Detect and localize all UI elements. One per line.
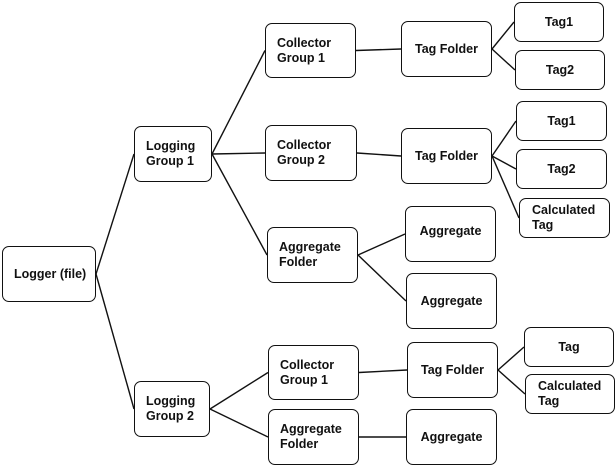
node-label: Tag2 (545, 62, 575, 77)
edge-lg2_cg1_tf-to-lg2_cg1_tf_calc (497, 369, 526, 395)
node-label: Calculated Tag (532, 203, 596, 232)
node-label: Aggregate (420, 429, 483, 444)
node-calculated-tag: Calculated Tag (519, 198, 610, 238)
node-label: Collector Group 1 (277, 35, 332, 65)
node-tag-folder: Tag Folder (401, 21, 492, 77)
node-logging-group-1: Logging Group 1 (134, 126, 212, 182)
edge-lg1_cg2_tf-to-lg1_cg2_tf_tag1 (491, 120, 517, 157)
node-tag-folder: Tag Folder (401, 128, 492, 184)
node-tag-folder: Tag Folder (407, 342, 498, 398)
node-label: Tag1 (544, 14, 574, 29)
node-label: Logging Group 2 (146, 394, 196, 423)
node-aggregate: Aggregate (406, 273, 497, 329)
node-label: Logger (file) (14, 266, 87, 281)
node-aggregate-folder: Aggregate Folder (267, 227, 358, 283)
edge-lg1_cg2_tf-to-lg1_cg2_tf_calc (491, 155, 520, 219)
edge-lg1_cg1-to-lg1_cg1_tf (355, 48, 402, 52)
node-logging-group-2: Logging Group 2 (134, 381, 210, 437)
node-label: Aggregate (419, 224, 482, 238)
node-aggregate-folder: Aggregate Folder (268, 409, 359, 465)
node-label: Calculated Tag (538, 379, 602, 408)
node-logger: Logger (file) (2, 246, 96, 302)
node-tag1: Tag1 (514, 2, 604, 42)
edge-lg1-to-lg1_af (211, 153, 268, 256)
node-label: Tag (558, 339, 580, 354)
node-label: Tag1 (547, 113, 576, 128)
node-label: Logging Group 1 (146, 139, 196, 168)
node-label: Tag Folder (421, 362, 484, 377)
edge-lg2-to-lg2_af (209, 408, 269, 438)
node-collector-group-2: Collector Group 2 (265, 125, 357, 181)
node-label: Tag Folder (415, 148, 478, 163)
node-label: Collector Group 1 (280, 357, 335, 387)
node-label: Collector Group 2 (277, 138, 332, 167)
node-label: Tag Folder (415, 41, 478, 56)
node-tag1: Tag1 (516, 101, 607, 141)
node-tag: Tag (524, 327, 614, 367)
node-label: Aggregate (420, 293, 483, 308)
node-aggregate: Aggregate (405, 206, 496, 262)
edge-lg2_cg1_tf-to-lg2_cg1_tf_tag (497, 346, 525, 371)
node-tag2: Tag2 (516, 149, 607, 189)
node-collector-group-1: Collector Group 1 (268, 345, 359, 400)
edge-lg2_cg1-to-lg2_cg1_tf (358, 369, 408, 374)
node-aggregate: Aggregate (406, 409, 497, 465)
edge-lg1-to-lg1_cg1 (211, 50, 266, 155)
edge-lg2-to-lg2_cg1 (209, 371, 269, 410)
edge-lg1_cg1_tf-to-lg1_cg1_tf_tag1 (491, 21, 515, 50)
edge-logger-to-lg1 (95, 153, 135, 275)
edge-lg1_cg1_tf-to-lg1_cg1_tf_tag2 (491, 48, 516, 71)
edge-logger-to-lg2 (95, 273, 135, 410)
edge-lg1_af-to-lg1_af_agg2 (357, 254, 407, 302)
edge-lg1_cg2_tf-to-lg1_cg2_tf_tag2 (491, 155, 517, 170)
edge-lg1_af-to-lg1_af_agg1 (357, 233, 406, 256)
node-label: Aggregate Folder (279, 240, 341, 269)
edge-lg1-to-lg1_cg2 (211, 152, 266, 155)
node-calculated-tag: Calculated Tag (525, 374, 615, 414)
node-label: Aggregate Folder (280, 422, 342, 451)
node-collector-group-1: Collector Group 1 (265, 23, 356, 78)
edge-lg1_cg2-to-lg1_cg2_tf (356, 152, 402, 157)
node-tag2: Tag2 (515, 50, 605, 90)
node-label: Tag2 (547, 161, 576, 176)
